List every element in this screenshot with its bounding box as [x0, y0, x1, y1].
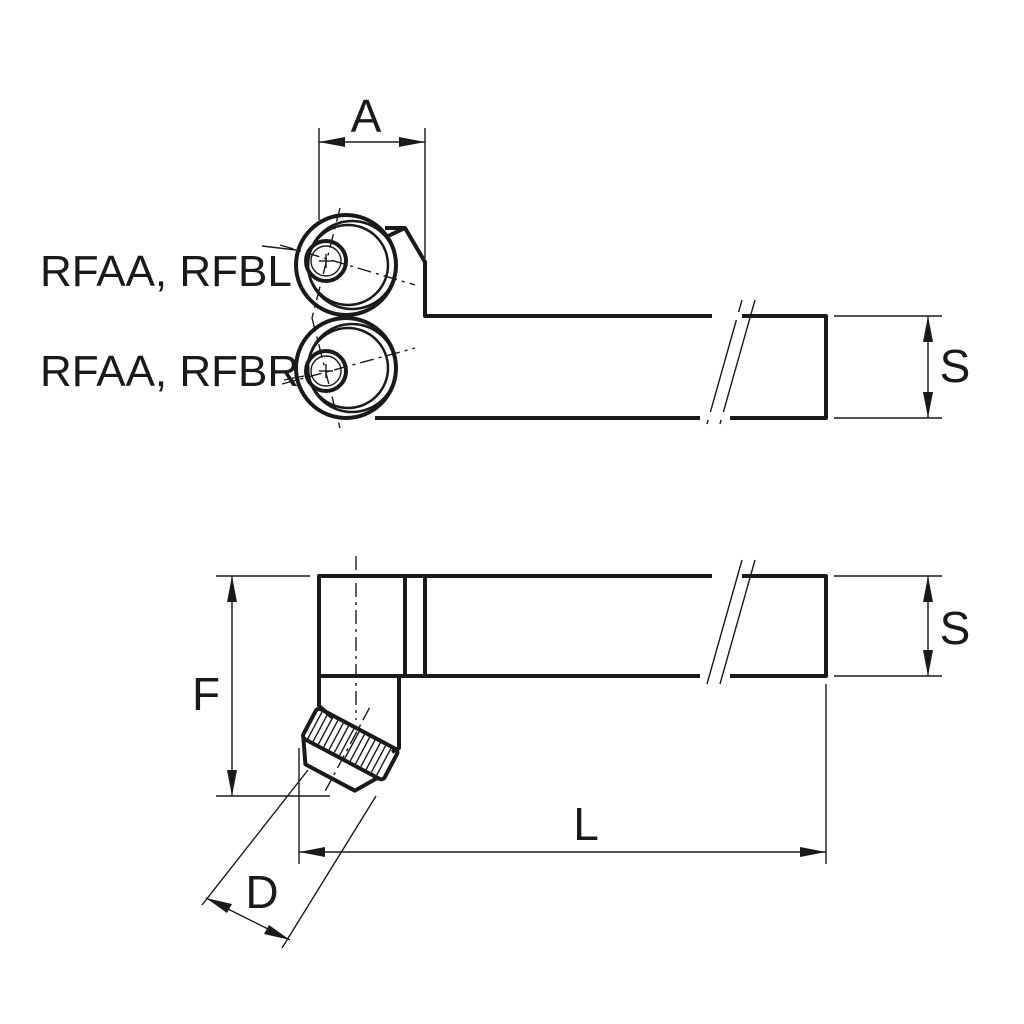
dimension-A: A — [318, 90, 426, 258]
upper-roller-ring-2 — [306, 219, 398, 311]
side-break-line-1 — [706, 559, 743, 685]
top-view: A S RFAA, RFBL RFAA, RFBR — [40, 90, 971, 429]
upper-roller-axis-2 — [311, 207, 341, 319]
dim-D-ext-1 — [201, 769, 309, 906]
lower-roller-ring — [306, 326, 390, 410]
lower-roller-ring-2 — [306, 322, 398, 414]
dimension-S-bottom: S — [834, 575, 971, 677]
lower-roller-hub-inner — [310, 355, 342, 387]
dim-A-arrow-right — [399, 137, 425, 147]
side-break-gap-2 — [700, 672, 730, 680]
knurl-pattern — [307, 711, 392, 776]
dim-D-arrow-1 — [206, 898, 232, 913]
dimension-D: D — [201, 769, 377, 949]
top-break-gap-2 — [700, 412, 730, 420]
roller-upper-leader — [261, 245, 297, 251]
dim-D-arrow-2 — [264, 925, 290, 940]
upper-roller-axis — [279, 244, 416, 286]
dim-S-bottom-arrow-up — [923, 576, 933, 602]
roller-lower-leader — [283, 375, 305, 381]
dim-L-arrow-left — [299, 847, 325, 857]
upper-roller — [279, 207, 416, 319]
dim-D-ext-2 — [281, 795, 377, 949]
knurl-axis — [324, 707, 371, 792]
dim-L-label: L — [573, 798, 599, 850]
dim-S-top-arrow-down — [923, 392, 933, 418]
knurl-nose — [301, 738, 379, 793]
dim-A-arrow-left — [319, 137, 345, 147]
dim-F-label: F — [192, 668, 220, 720]
dim-S-top-arrow-up — [923, 316, 933, 342]
side-knurled-roller — [301, 706, 400, 793]
dimension-S-top: S — [834, 315, 971, 419]
dim-S-top-label: S — [940, 340, 971, 392]
upper-roller-hub-inner — [310, 245, 342, 277]
dimension-F: F — [192, 575, 330, 797]
side-break-line-2 — [719, 559, 756, 685]
side-shank-outline — [317, 574, 828, 678]
dim-F-arrow-down — [227, 770, 237, 796]
upper-roller-ring — [306, 223, 390, 307]
lower-roller — [281, 316, 416, 429]
dim-D-label: D — [245, 866, 278, 918]
lower-roller-hub — [304, 349, 348, 393]
dim-L-arrow-right — [800, 847, 826, 857]
side-view: S F L D — [192, 556, 971, 949]
roller-upper-label: RFAA, RFBL — [40, 247, 292, 296]
dimension-L: L — [298, 684, 827, 864]
dim-A-label: A — [351, 90, 382, 142]
dim-S-bottom-label: S — [940, 602, 971, 654]
upper-roller-hub — [304, 239, 348, 283]
dim-F-arrow-up — [227, 576, 237, 602]
top-head-edge — [387, 226, 406, 238]
side-break-gap — [712, 572, 742, 580]
lower-roller-axis — [281, 347, 416, 385]
top-break-line-1 — [706, 299, 743, 425]
top-break-gap — [712, 312, 742, 320]
roller-lower-label: RFAA, RFBR — [40, 347, 299, 396]
lower-roller-axis-2 — [311, 317, 341, 429]
top-shank-outline — [375, 226, 828, 420]
top-break-line-2 — [719, 299, 756, 425]
dim-S-bottom-arrow-down — [923, 650, 933, 676]
